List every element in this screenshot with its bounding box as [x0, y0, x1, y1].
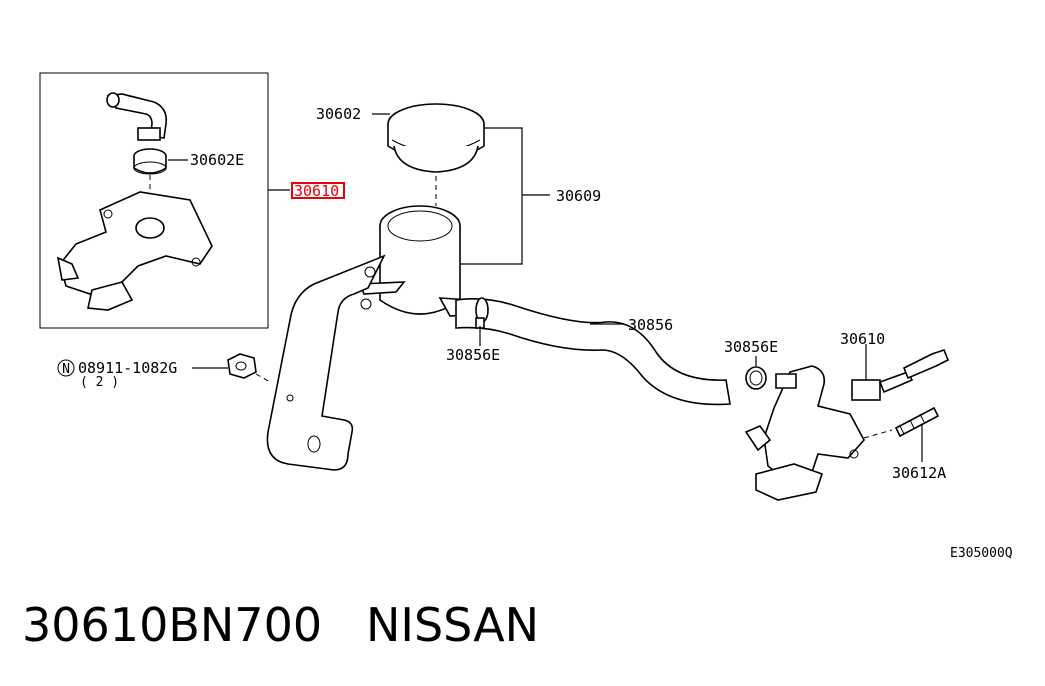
label-seal: 30602E — [190, 151, 244, 169]
inset-box — [39, 72, 269, 329]
n-marker-icon — [57, 359, 75, 377]
n-marker-letter: N — [62, 362, 70, 377]
highlight-box — [291, 182, 345, 199]
hose — [455, 298, 731, 406]
label-clamp-left: 30856E — [446, 346, 500, 364]
inset-elbow-fitting — [106, 92, 168, 141]
inset-master-cylinder — [56, 191, 213, 311]
master-cylinder — [744, 349, 950, 501]
brand-name: NISSAN — [365, 598, 540, 652]
hose-clamp-right — [745, 366, 767, 390]
mounting-bracket — [266, 254, 386, 471]
label-reservoir: 30609 — [556, 187, 601, 205]
footer-title: 30610BN700 NISSAN — [22, 598, 539, 652]
label-master-cylinder: 30610 — [840, 330, 885, 348]
label-master-highlight: 30610 — [294, 182, 339, 200]
hex-nut — [227, 353, 257, 379]
label-clamp-right: 30856E — [724, 338, 778, 356]
diagram-code: E305000Q — [950, 546, 1013, 561]
part-number: 30610BN700 — [22, 598, 323, 652]
hose-clamp-left — [475, 297, 489, 329]
label-hose: 30856 — [628, 316, 673, 334]
label-cap: 30602 — [316, 105, 361, 123]
inset-seal-ring — [133, 148, 167, 175]
label-nut: 08911-1082G — [78, 359, 177, 377]
label-nut-qty: ( 2 ) — [80, 375, 119, 390]
reservoir-cap — [387, 103, 485, 173]
label-push-rod: 30612A — [892, 464, 946, 482]
push-rod — [894, 406, 940, 438]
